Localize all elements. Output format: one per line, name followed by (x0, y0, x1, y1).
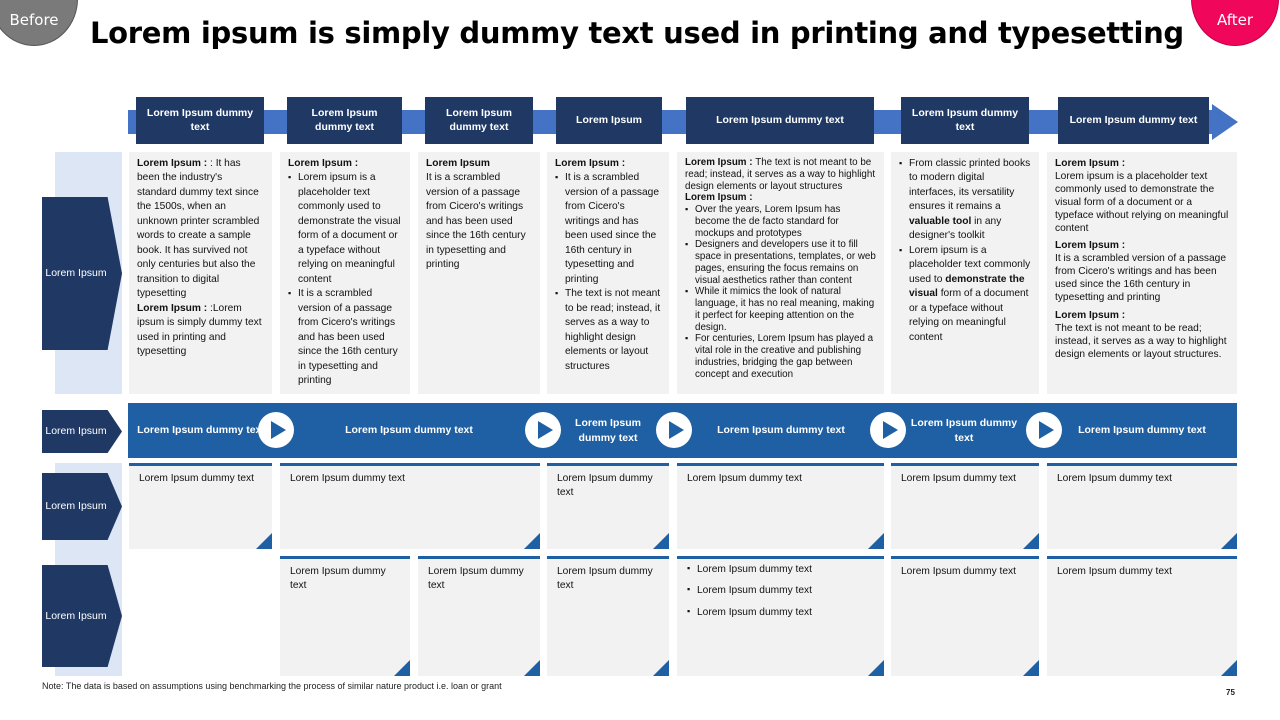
corner-triangle-icon (1023, 533, 1039, 549)
corner-triangle-icon (1221, 533, 1237, 549)
row3-card-5: Lorem Ipsum dummy text (891, 463, 1039, 549)
row4-card-4: Lorem Ipsum dummy text Lorem Ipsum dummy… (677, 556, 884, 676)
phase-1: Lorem Ipsum dummy text (136, 97, 264, 144)
play-arrow-icon (1026, 412, 1062, 448)
page-number: 75 (1226, 688, 1235, 697)
card-4: Lorem Ipsum : It is a scrambled version … (547, 152, 669, 394)
list-item: Designers and developers use it to fill … (685, 239, 876, 286)
corner-triangle-icon (524, 533, 540, 549)
row-label-1: Lorem Ipsum (42, 197, 122, 350)
phase-7: Lorem Ipsum dummy text (1058, 97, 1209, 144)
process-step-5: Lorem Ipsum dummy text (910, 417, 1018, 444)
list-item: Over the years, Lorem Ipsum has become t… (685, 204, 876, 239)
row3-card-3: Lorem Ipsum dummy text (547, 463, 669, 549)
phase-5: Lorem Ipsum dummy text (686, 97, 874, 144)
list-item: Lorem Ipsum dummy text (687, 583, 874, 598)
row4-card-3: Lorem Ipsum dummy text (547, 556, 669, 676)
phase-4: Lorem Ipsum (556, 97, 662, 144)
list-item: It is a scrambled version of a passage f… (288, 287, 402, 388)
card-1: Lorem Ipsum : : It has been the industry… (129, 152, 272, 394)
process-step-1: Lorem Ipsum dummy text (137, 424, 265, 437)
row4-card-1: Lorem Ipsum dummy text (280, 556, 410, 676)
list-item: Lorem ipsum is a placeholder text common… (899, 244, 1031, 345)
phase-6: Lorem Ipsum dummy text (901, 97, 1029, 144)
list-item: For centuries, Lorem Ipsum has played a … (685, 333, 876, 380)
card-2: Lorem Ipsum : Lorem ipsum is a placehold… (280, 152, 410, 394)
corner-triangle-icon (1023, 660, 1039, 676)
corner-triangle-icon (653, 660, 669, 676)
after-badge[interactable]: After (1191, 0, 1279, 46)
footnote: Note: The data is based on assumptions u… (42, 681, 502, 691)
page-title: Lorem ipsum is simply dummy text used in… (90, 16, 1184, 50)
list-item: It is a scrambled version of a passage f… (555, 171, 661, 287)
row-label-4: Lorem Ipsum (42, 565, 122, 667)
card-6: From classic printed books to modern dig… (891, 152, 1039, 394)
card-7: Lorem Ipsum : Lorem ipsum is a placehold… (1047, 152, 1237, 394)
play-arrow-icon (656, 412, 692, 448)
arrow-head-icon (1212, 104, 1238, 140)
row4-card-5: Lorem Ipsum dummy text (891, 556, 1039, 676)
corner-triangle-icon (524, 660, 540, 676)
row3-card-6: Lorem Ipsum dummy text (1047, 463, 1237, 549)
list-item: While it mimics the look of natural lang… (685, 286, 876, 333)
list-item: The text is not meant to be read; instea… (555, 287, 661, 374)
phase-2: Lorem Ipsum dummy text (287, 97, 402, 144)
process-step-3: Lorem Ipsum dummy text (575, 417, 641, 444)
corner-triangle-icon (1221, 660, 1237, 676)
row3-card-2: Lorem Ipsum dummy text (280, 463, 540, 549)
row4-card-2: Lorem Ipsum dummy text (418, 556, 540, 676)
process-step-6: Lorem Ipsum dummy text (1078, 424, 1206, 437)
before-badge[interactable]: Before (0, 0, 78, 46)
card-3: Lorem Ipsum It is a scrambled version of… (418, 152, 540, 394)
list-item: Lorem Ipsum dummy text (687, 562, 874, 577)
row4-card-6: Lorem Ipsum dummy text (1047, 556, 1237, 676)
row3-card-4: Lorem Ipsum dummy text (677, 463, 884, 549)
process-step-4: Lorem Ipsum dummy text (717, 424, 845, 437)
list-item: Lorem Ipsum dummy text (687, 605, 874, 620)
phase-3: Lorem Ipsum dummy text (425, 97, 533, 144)
list-item: Lorem ipsum is a placeholder text common… (288, 171, 402, 287)
play-arrow-icon (525, 412, 561, 448)
play-arrow-icon (870, 412, 906, 448)
process-step-2: Lorem Ipsum dummy text (345, 424, 473, 437)
list-item: From classic printed books to modern dig… (899, 157, 1031, 244)
corner-triangle-icon (868, 660, 884, 676)
corner-triangle-icon (394, 660, 410, 676)
row-label-3: Lorem Ipsum (42, 473, 122, 540)
row3-card-1: Lorem Ipsum dummy text (129, 463, 272, 549)
play-arrow-icon (258, 412, 294, 448)
corner-triangle-icon (256, 533, 272, 549)
corner-triangle-icon (653, 533, 669, 549)
card-5: Lorem Ipsum : The text is not meant to b… (677, 152, 884, 394)
corner-triangle-icon (868, 533, 884, 549)
row-label-2: Lorem Ipsum (42, 410, 122, 453)
